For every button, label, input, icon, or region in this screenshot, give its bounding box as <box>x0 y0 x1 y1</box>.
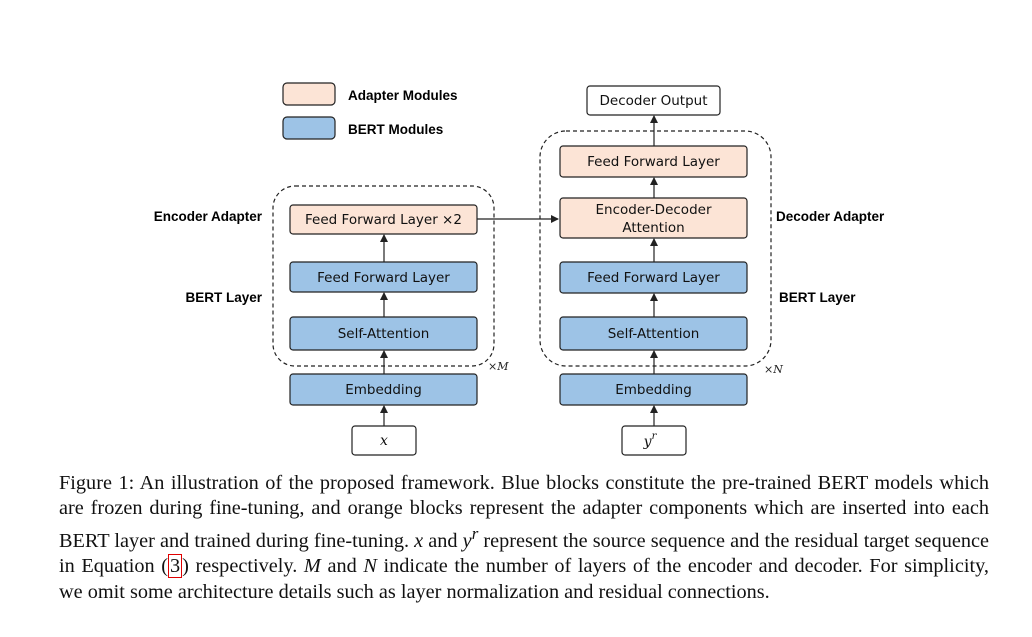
caption-part-1: Figure 1: An illustration of the propose… <box>59 472 989 553</box>
encoder-ffn-adapter-text: Feed Forward Layer ×2 <box>305 212 462 228</box>
legend-bert-swatch <box>282 116 336 140</box>
encoder-repeat-label: ×M <box>488 360 509 373</box>
caption-and-1: and <box>423 530 463 553</box>
decoder-adapter-label: Decoder Adapter <box>776 209 885 224</box>
caption-math-y-sup: r <box>471 524 479 544</box>
framework-diagram: Adapter Modules BERT Modules ×M Encoder … <box>154 82 885 456</box>
figure-caption: Figure 1: An illustration of the propose… <box>59 471 989 605</box>
legend-adapter-swatch <box>282 82 336 106</box>
encoder-ffn-text: Feed Forward Layer <box>317 270 450 286</box>
decoder-ffn-text: Feed Forward Layer <box>587 270 720 286</box>
decoder-enc-dec-attention-text-1: Encoder-Decoder <box>595 202 711 218</box>
decoder-output-text: Decoder Output <box>600 93 708 109</box>
decoder-repeat-label: ×N <box>764 363 783 376</box>
decoder-input-text: yr <box>643 431 658 450</box>
caption-part-3: ) respectively. <box>182 555 304 578</box>
encoder-input-text: x <box>380 433 388 449</box>
caption-math-n: N <box>363 555 377 578</box>
encoder-embedding-text: Embedding <box>345 382 422 398</box>
encoder-self-attention-text: Self-Attention <box>338 326 430 342</box>
equation-reference-link[interactable]: 3 <box>168 554 183 579</box>
decoder-ffn-adapter-text: Feed Forward Layer <box>587 154 720 170</box>
caption-math-y: y <box>462 530 472 553</box>
legend-bert-label: BERT Modules <box>348 122 443 137</box>
legend-adapter-label: Adapter Modules <box>348 88 458 103</box>
decoder-layer-container <box>539 130 772 367</box>
decoder-input-sup: r <box>652 431 658 442</box>
caption-part-2: represent the source sequence and the re… <box>59 530 989 578</box>
decoder-self-attention-text: Self-Attention <box>608 326 700 342</box>
decoder-embedding-text: Embedding <box>615 382 692 398</box>
encoder-adapter-label: Encoder Adapter <box>154 209 263 224</box>
caption-and-2: and <box>320 555 364 578</box>
caption-math-x: x <box>414 530 424 553</box>
caption-part-4: indicate the number of layers of the enc… <box>59 555 989 603</box>
encoder-bert-layer-label: BERT Layer <box>185 290 262 305</box>
caption-math-m: M <box>303 555 321 578</box>
decoder-input-base: y <box>643 434 653 450</box>
decoder-bert-layer-label: BERT Layer <box>779 290 856 305</box>
decoder-enc-dec-attention-text-2: Attention <box>622 220 684 236</box>
